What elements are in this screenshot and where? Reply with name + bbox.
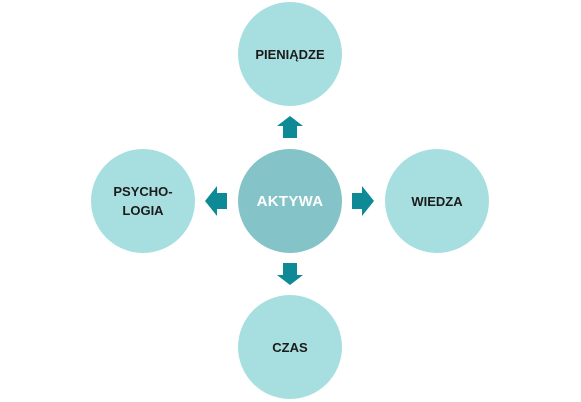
node-pieniadze: PIENIĄDZE <box>238 2 342 106</box>
node-label-wiedza: WIEDZA <box>411 193 463 209</box>
node-label-czas: CZAS <box>272 339 308 355</box>
arrow-right-icon <box>352 186 374 216</box>
node-psychologia: PSYCHO- LOGIA <box>91 149 195 253</box>
node-label-aktywa: AKTYWA <box>256 192 324 210</box>
arrow-up-icon <box>277 116 303 138</box>
arrow-left-icon <box>205 186 227 216</box>
node-czas: CZAS <box>238 295 342 399</box>
node-label-psychologia: PSYCHO- LOGIA <box>113 184 173 218</box>
node-aktywa-center: AKTYWA <box>238 149 342 253</box>
node-wiedza: WIEDZA <box>385 149 489 253</box>
arrow-down-icon <box>277 263 303 285</box>
node-label-pieniadze: PIENIĄDZE <box>255 46 325 62</box>
